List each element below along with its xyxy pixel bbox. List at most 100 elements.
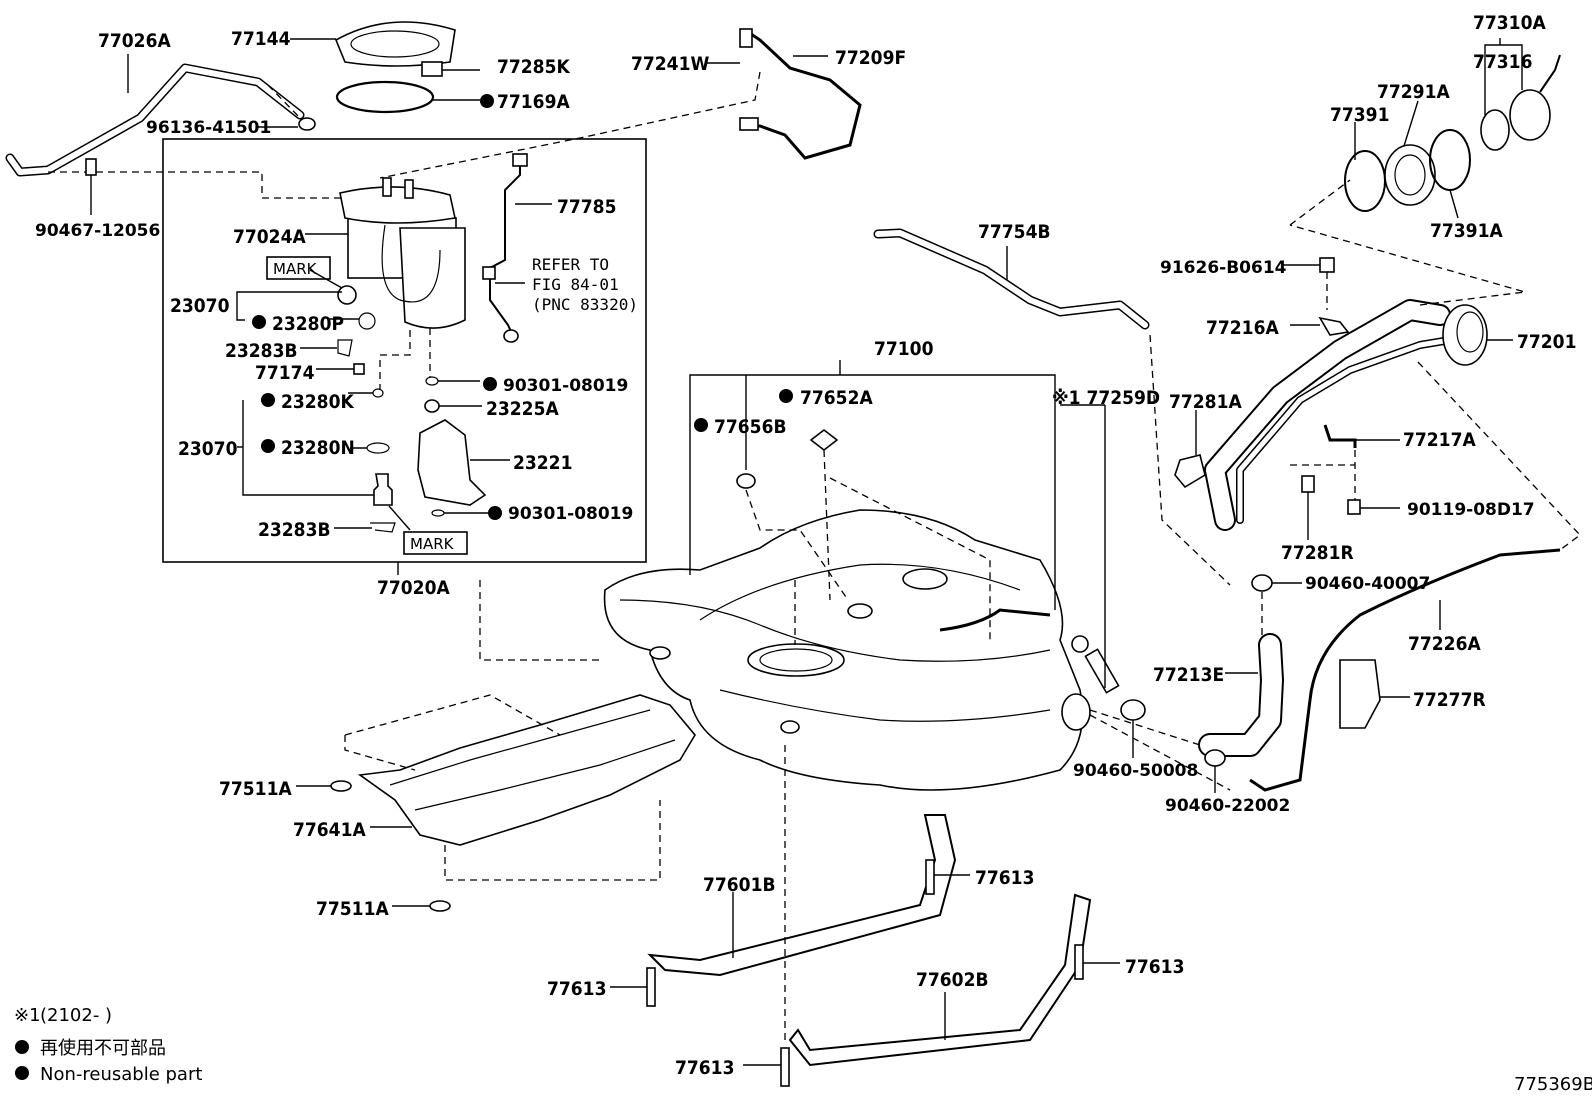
label-23221: 23221: [513, 452, 572, 474]
bolt-77613-4: [780, 1047, 790, 1087]
nonreusable-dot: [483, 377, 497, 391]
label-90467-12056: 90467-12056: [35, 221, 160, 241]
part-77174: [353, 363, 365, 375]
clip-96136: [298, 117, 316, 131]
legend-dot: [15, 1040, 29, 1054]
label-23280k: 23280K: [281, 391, 354, 413]
label-77310a: 77310A: [1473, 12, 1546, 34]
label-77511a-upper: 77511A: [219, 778, 292, 800]
refer-note-line1: REFER TO: [532, 255, 609, 274]
regulator-23070: [373, 473, 393, 506]
label-77601b: 77601B: [703, 874, 776, 896]
refer-note-line2: FIG 84-01: [532, 275, 619, 294]
label-77144: 77144: [231, 28, 291, 50]
label-77026a: 77026A: [98, 30, 171, 52]
footnote-mark: ※1: [14, 1005, 41, 1026]
mark-tag-1: MARK: [273, 260, 318, 278]
bracket-77216a: [1318, 316, 1350, 336]
label-77281r: 77281R: [1281, 542, 1354, 564]
bolt-77613-2: [646, 967, 656, 1007]
wire-harness-77209f: [744, 28, 862, 160]
label-77216a: 77216A: [1206, 317, 1279, 339]
label-77613-left: 77613: [547, 978, 606, 1000]
label-77511a-lower: 77511A: [316, 898, 389, 920]
strap-77602b: [788, 893, 1092, 1067]
filter-23280p: [337, 285, 357, 305]
label-91626-b0614: 91626-B0614: [1160, 258, 1287, 278]
label-90119-08d17: 90119-08D17: [1407, 500, 1535, 520]
diagram-code: 775369B: [1514, 1074, 1592, 1095]
fuel-pump-assembly-box: [162, 138, 647, 563]
label-77281a: 77281A: [1169, 391, 1242, 413]
label-77391a: 77391A: [1430, 220, 1503, 242]
label-77209f: 77209F: [835, 47, 906, 69]
nonreusable-dot: [694, 418, 708, 432]
strap-77601b: [647, 814, 957, 977]
nonreusable-dot: [252, 315, 266, 329]
label-23280p: 23280P: [272, 313, 344, 335]
label-77024a: 77024A: [233, 226, 306, 248]
legend-dot: [15, 1066, 29, 1080]
label-77213e: 77213E: [1153, 664, 1224, 686]
refer-note-line3: (PNC 83320): [532, 295, 638, 314]
label-96136-41501: 96136-41501: [146, 118, 271, 138]
cap-77316: [1480, 109, 1510, 151]
bracket-77217a: [1323, 424, 1357, 448]
grommet-77511a-1: [330, 780, 352, 792]
label-90301-08019-lower: 90301-08019: [508, 504, 633, 524]
label-77754b: 77754B: [978, 221, 1051, 243]
filler-pipe-77201: [1204, 299, 1451, 531]
pump-reservoir: [399, 227, 466, 329]
label-23280n: 23280N: [281, 437, 355, 459]
clip-90460-50008: [1120, 699, 1146, 721]
clip-90460-40007: [1251, 574, 1273, 592]
nonreusable-dot: [480, 94, 494, 108]
label-77613-bottom: 77613: [675, 1057, 734, 1079]
nonreusable-dot: [261, 393, 275, 407]
label-23283b-upper: 23283B: [225, 340, 298, 362]
label-77020a: 77020A: [377, 577, 450, 599]
bolt-91626: [1319, 257, 1335, 273]
label-77291a: 77291A: [1377, 81, 1450, 103]
fuel-cap-77310a: [1509, 89, 1551, 141]
mark-tag-box-2: [403, 531, 468, 555]
label-23225a: 23225A: [486, 398, 559, 420]
filler-ring-77291a: [1384, 144, 1436, 206]
label-77277r: 77277R: [1413, 689, 1486, 711]
pump-flange-77024a: [339, 186, 456, 224]
label-77613-far-right: 77613: [1125, 956, 1184, 978]
label-77201: 77201: [1517, 331, 1576, 353]
bolt-90119: [1347, 499, 1361, 515]
label-77602b: 77602B: [916, 969, 989, 991]
cable-77226a: [1249, 548, 1561, 792]
part-23225a: [424, 399, 440, 413]
label-77259d: ※1 77259D: [1052, 387, 1160, 409]
label-77285k: 77285K: [497, 56, 570, 78]
vent-pipe-77754b: [873, 228, 1150, 330]
label-77613-right: 77613: [975, 867, 1034, 889]
nonreusable-dot: [488, 506, 502, 520]
label-77652a: 77652A: [800, 387, 873, 409]
label-23283b-lower: 23283B: [258, 519, 331, 541]
clamp-77281r: [1301, 475, 1315, 493]
label-90460-22002: 90460-22002: [1165, 796, 1290, 816]
label-77241w: 77241W: [631, 53, 709, 75]
label-90460-50008: 90460-50008: [1073, 761, 1198, 781]
pump-bracket-23221: [417, 419, 487, 506]
label-77169a: 77169A: [497, 91, 570, 113]
label-90460-40007: 90460-40007: [1305, 574, 1430, 594]
label-77391: 77391: [1330, 104, 1389, 126]
nonreusable-dot: [261, 439, 275, 453]
bolt-77613-3: [1074, 944, 1084, 980]
grommet-77656b: [736, 473, 756, 489]
nonreusable-dot: [779, 389, 793, 403]
label-77641a: 77641A: [293, 819, 366, 841]
legend-nonreusable-en: Non-reusable part: [40, 1064, 202, 1085]
gasket-77391a: [1429, 129, 1471, 191]
legend-nonreusable-jp: 再使用不可部品: [40, 1038, 166, 1059]
label-23070-upper: 23070: [170, 295, 230, 317]
footnote-date-range: (2102- ): [40, 1005, 112, 1026]
clip-90460-22002: [1204, 749, 1226, 767]
